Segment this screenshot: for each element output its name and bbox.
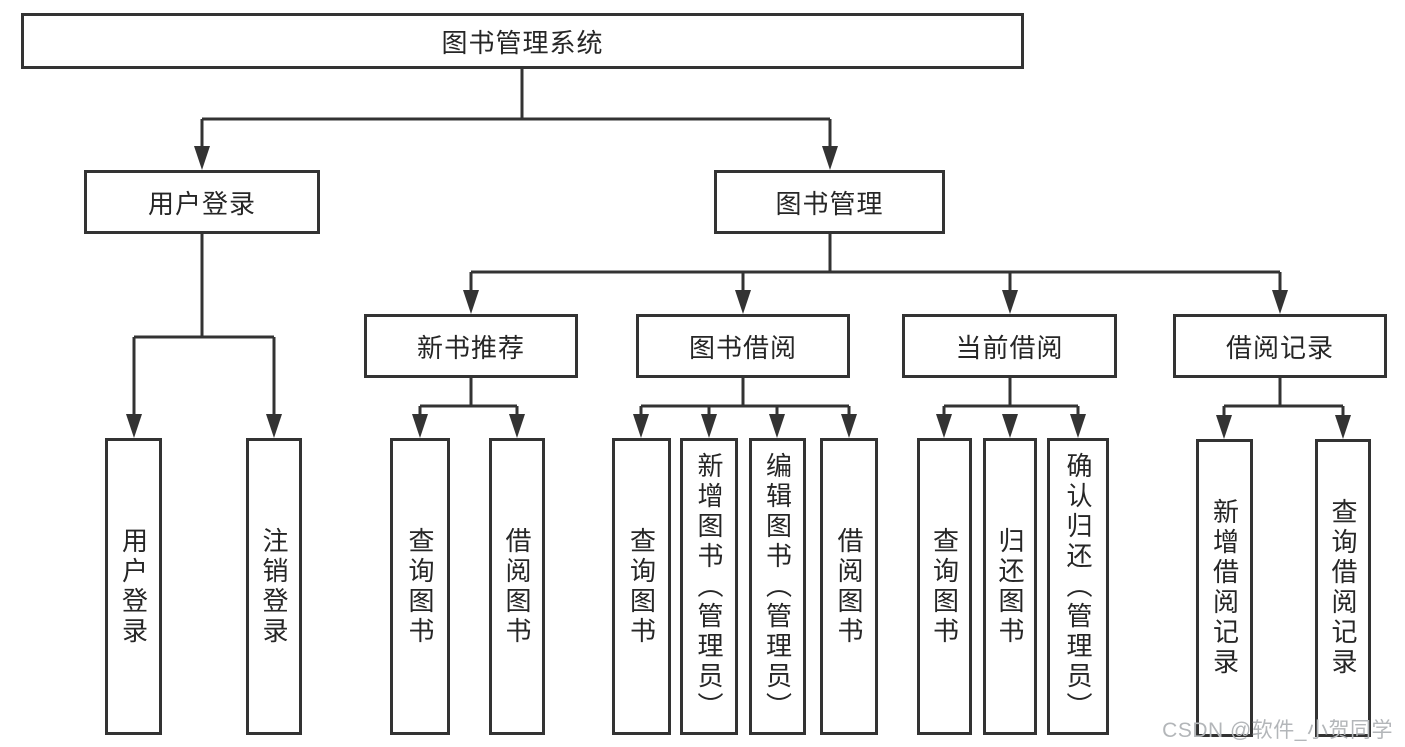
arrowhead bbox=[822, 146, 838, 170]
node-label: 编辑图书（管理员） bbox=[762, 451, 793, 722]
node-book-management: 图书管理 bbox=[714, 170, 945, 234]
arrowhead bbox=[1002, 414, 1018, 438]
connector-book-management bbox=[469, 233, 1282, 291]
node-label: 新书推荐 bbox=[416, 332, 525, 363]
node-label: 借阅图书 bbox=[502, 526, 532, 647]
node-label: 用户登录 bbox=[118, 526, 149, 647]
leaf-edit-books-admin: 编辑图书（管理员） bbox=[749, 438, 806, 735]
leaf-query-books-borrowing: 查询图书 bbox=[612, 438, 671, 735]
node-label: 借阅图书 bbox=[834, 526, 864, 647]
node-label: 归还图书 bbox=[995, 526, 1025, 647]
arrowhead bbox=[1070, 414, 1086, 438]
leaf-confirm-return-admin: 确认归还（管理员） bbox=[1047, 438, 1109, 735]
arrowhead bbox=[126, 414, 142, 438]
leaf-borrow-books-borrowing: 借阅图书 bbox=[820, 438, 878, 735]
arrowhead bbox=[1002, 290, 1018, 314]
node-label: 图书管理 bbox=[775, 188, 884, 219]
arrowhead bbox=[633, 414, 649, 438]
node-label: 图书管理系统 bbox=[441, 27, 604, 58]
arrowhead bbox=[701, 414, 717, 438]
arrowhead bbox=[266, 414, 282, 438]
arrowhead bbox=[1272, 290, 1288, 314]
node-new-book-recommendation: 新书推荐 bbox=[364, 314, 578, 378]
node-label: 新增借阅记录 bbox=[1209, 498, 1240, 678]
watermark-text: CSDN @软件_小贺同学 bbox=[1162, 719, 1393, 742]
node-label: 新增图书（管理员） bbox=[694, 451, 724, 722]
leaf-query-borrow-record: 查询借阅记录 bbox=[1315, 439, 1371, 737]
arrowhead bbox=[769, 414, 785, 438]
node-current-borrowing: 当前借阅 bbox=[902, 314, 1117, 378]
connector-current-borrowing bbox=[942, 378, 1080, 415]
node-label: 查询图书 bbox=[626, 526, 657, 647]
connector-user-login bbox=[132, 233, 276, 415]
leaf-user-login: 用户登录 bbox=[105, 438, 162, 735]
arrowhead bbox=[194, 146, 210, 170]
node-label: 查询图书 bbox=[929, 526, 960, 647]
node-label: 借阅记录 bbox=[1225, 332, 1334, 363]
leaf-borrow-books-recommend: 借阅图书 bbox=[489, 438, 545, 735]
connector-root bbox=[200, 68, 832, 147]
arrowhead bbox=[509, 414, 525, 438]
arrowhead bbox=[1216, 415, 1232, 439]
arrowhead bbox=[1335, 415, 1351, 439]
node-borrowing-records: 借阅记录 bbox=[1173, 314, 1387, 378]
node-library-management-system: 图书管理系统 bbox=[21, 13, 1024, 69]
arrowhead bbox=[735, 290, 751, 314]
connector-borrowing-records bbox=[1222, 378, 1345, 416]
arrowhead bbox=[412, 414, 428, 438]
leaf-return-books: 归还图书 bbox=[983, 438, 1037, 735]
leaf-add-borrow-record: 新增借阅记录 bbox=[1196, 439, 1253, 737]
arrowhead bbox=[841, 414, 857, 438]
node-label: 查询图书 bbox=[405, 526, 435, 647]
leaf-query-books-recommend: 查询图书 bbox=[390, 438, 450, 735]
leaf-logout-login: 注销登录 bbox=[246, 438, 302, 735]
node-label: 查询借阅记录 bbox=[1328, 498, 1358, 678]
node-label: 注销登录 bbox=[259, 526, 289, 647]
leaf-add-books-admin: 新增图书（管理员） bbox=[680, 438, 738, 735]
node-label: 当前借阅 bbox=[955, 332, 1064, 363]
node-user-login: 用户登录 bbox=[84, 170, 320, 234]
arrowhead bbox=[936, 414, 952, 438]
connector-new-book-recommendation bbox=[418, 378, 519, 415]
node-label: 确认归还（管理员） bbox=[1063, 451, 1093, 722]
node-book-borrowing: 图书借阅 bbox=[636, 314, 850, 378]
arrowhead bbox=[463, 290, 479, 314]
node-label: 用户登录 bbox=[147, 188, 256, 219]
node-label: 图书借阅 bbox=[688, 332, 797, 363]
connector-book-borrowing bbox=[639, 378, 851, 415]
leaf-query-books-current: 查询图书 bbox=[917, 438, 972, 735]
